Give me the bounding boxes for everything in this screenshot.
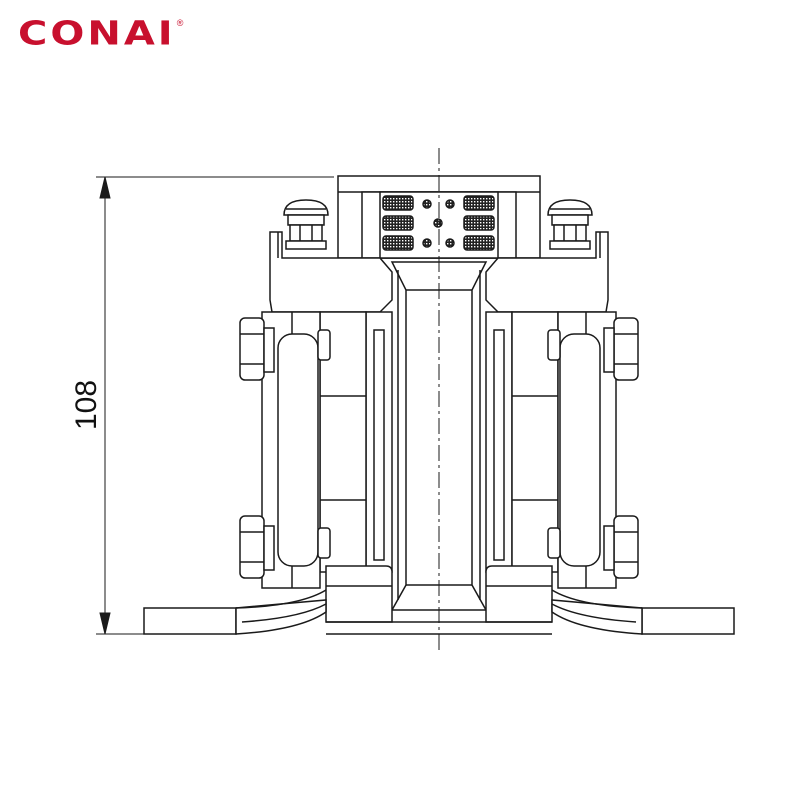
dimension-label: 108 [70, 380, 103, 430]
brand-logo-text: CONAI [18, 15, 176, 53]
side-nut-left-lower [239, 515, 275, 579]
dimension-line [96, 176, 334, 635]
side-nut-right-lower [603, 515, 639, 579]
base-plate [143, 589, 735, 635]
side-nut-left-upper [239, 317, 275, 381]
brand-logo: CONAI ® [18, 16, 183, 60]
brake-pad-block [382, 195, 495, 251]
top-bolt-left [283, 199, 329, 250]
registered-mark: ® [176, 18, 184, 28]
top-bolt-right [547, 199, 593, 250]
side-nut-right-upper [603, 317, 639, 381]
